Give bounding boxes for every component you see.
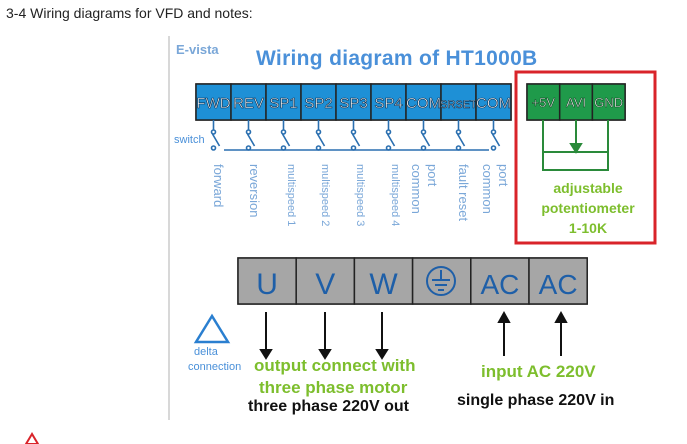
potentiometer-highlight-box [514,70,657,245]
switch-contact [385,120,396,151]
diagram-title: Wiring diagram of HT1000B [256,47,538,70]
terminal-note: fault reset [456,164,471,222]
control-terminal-label: SRSET [440,99,477,111]
analog-terminal-label: AVI [566,95,586,110]
input-arrows [497,310,568,356]
terminal-note: multispeed 2 [319,164,331,227]
control-terminal-label: SP3 [339,95,367,112]
terminal-note: multispeed 1 [285,164,297,227]
analog-terminal-label: +5V [532,95,556,110]
delta-label-2: connection [188,361,242,373]
analog-terminal-cell [591,83,626,121]
control-terminal-label: FWD [196,95,230,112]
terminal-note: reversion [247,164,262,218]
control-terminal-label: COM [476,95,511,112]
switch-contact [315,120,326,151]
analog-terminal-label: GND [594,95,623,110]
control-terminal-label: SP1 [269,95,297,112]
pot-line-2: potentiometer [541,200,635,216]
control-terminal-cell [265,83,302,121]
delta-icon [193,313,231,344]
power-terminal-label: AC [539,269,578,300]
control-terminal-label: COM [406,95,441,112]
power-terminal-cell [295,257,356,305]
control-terminal-cell [475,83,512,121]
section-heading: 3-4 Wiring diagrams for VFD and notes: [6,5,253,21]
pot-line-1: adjustable [553,180,623,196]
control-terminal-cell [370,83,407,121]
analog-terminal-cell [526,83,561,121]
delta-label-1: delta [194,346,218,358]
switch-contact [350,120,361,151]
power-terminal-label: AC [480,269,519,300]
switch-contact [490,120,501,151]
brand-label: E-vista [176,42,219,57]
switch-label: switch [174,134,205,146]
switch-contact [455,120,466,151]
terminal-note: multispeed 4 [389,164,401,227]
control-terminal-cell [300,83,337,121]
terminal-note: port [496,164,511,187]
control-terminal-cell [195,83,232,121]
switch-contact [210,120,221,151]
output-arrows [259,312,389,360]
control-terminal-label: SP4 [374,95,402,112]
terminal-note: port [425,164,440,187]
power-terminal-label: W [369,268,398,301]
pot-line-3: 1-10K [568,220,608,236]
input-text-1: input AC 220V [481,362,596,381]
potentiometer-label: adjustable potentiometer 1-10K [527,178,649,238]
output-text-3: three phase 220V out [248,398,409,415]
input-text-2: single phase 220V in [457,392,615,409]
potentiometer-wiring [542,120,609,171]
power-terminal-cell [528,257,588,305]
power-terminal-label: U [256,268,278,301]
terminal-note: forward [211,164,226,208]
terminal-note: multispeed 3 [354,164,366,227]
control-terminal-label: REV [233,95,264,112]
ground-icon [426,266,456,296]
terminal-note: common [409,164,424,214]
power-terminal-label: V [315,268,335,301]
warning-icon [24,432,40,444]
control-terminal-cell [440,83,477,121]
output-text-2: three phase motor [259,378,408,397]
switch-contact [245,120,256,151]
control-terminal-label: SP2 [304,95,332,112]
control-terminal-cell [405,83,442,121]
output-text-1: output connect with [254,356,416,375]
terminal-note: common [480,164,495,214]
switch-contact [280,120,291,151]
switch-contact [420,120,431,151]
